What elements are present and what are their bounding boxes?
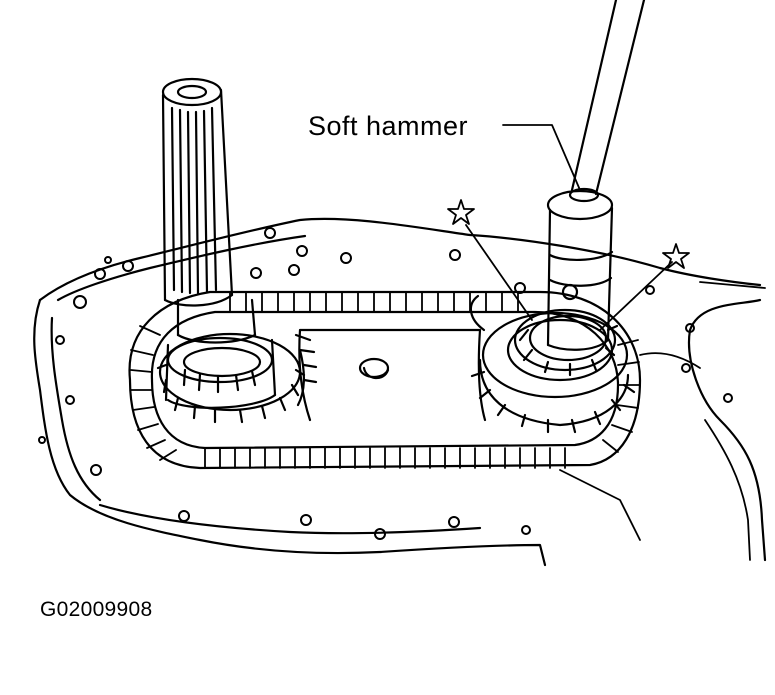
figure-code: G02009908 <box>40 598 153 621</box>
chain-links-top <box>229 291 519 313</box>
star-icon <box>447 199 690 269</box>
output-shaft <box>546 189 614 351</box>
chain-links-right <box>602 339 641 453</box>
soft-hammer <box>568 0 646 203</box>
flange-bolt-holes <box>38 227 733 540</box>
case-flange <box>33 217 767 567</box>
callout-leaders <box>465 124 673 331</box>
center-plate <box>298 328 487 422</box>
input-shaft <box>161 77 277 409</box>
soft-hammer-label: Soft hammer <box>306 110 471 142</box>
chain-links-left <box>130 325 177 461</box>
background-contours <box>559 281 766 561</box>
output-bearing <box>513 308 619 377</box>
chain-links-bottom <box>204 447 566 469</box>
